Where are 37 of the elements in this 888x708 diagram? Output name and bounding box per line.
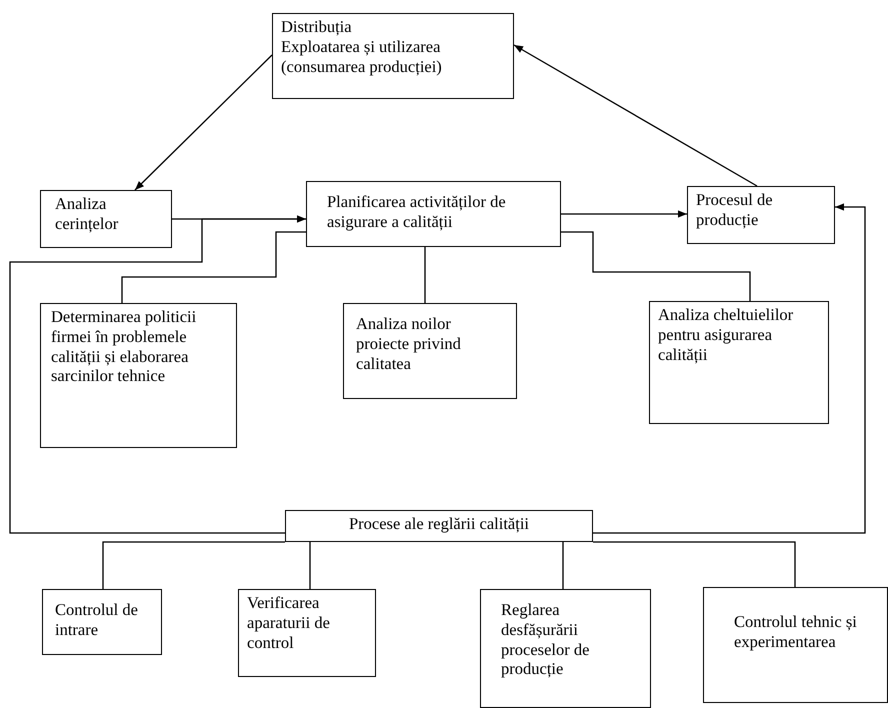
box-label: Distribuția <box>281 17 353 37</box>
box-label: Exploatarea și utilizarea (consumarea producției) <box>281 36 443 76</box>
connector-line <box>309 541 311 589</box>
process-box <box>687 186 835 244</box>
process-box <box>272 13 514 99</box>
connector-line <box>561 231 751 301</box>
box-label: Reglarea desfășurării proceselor de producție <box>501 600 590 680</box>
process-box <box>40 190 172 248</box>
arrow <box>134 54 272 190</box>
process-box <box>285 510 593 542</box>
arrow <box>593 203 866 534</box>
process-box <box>238 589 376 677</box>
arrow <box>561 210 687 218</box>
box-label: Procesul de producție <box>696 190 774 230</box>
box-label: Controlul tehnic și experimentarea <box>734 612 857 652</box>
process-box <box>480 589 651 708</box>
box-label: Determinarea politicii firmei în problemele calității și elaborarea sarcinilor tehnice <box>51 307 198 386</box>
connector-line <box>102 541 285 589</box>
connector-line <box>424 247 426 303</box>
connector-line <box>593 541 796 587</box>
box-label: Analiza cerințelor <box>55 194 120 234</box>
process-box <box>703 587 888 703</box>
process-box <box>343 303 517 399</box>
arrow <box>9 215 306 534</box>
process-box <box>42 589 162 655</box>
process-box <box>306 181 561 247</box>
arrow <box>514 44 758 187</box>
box-label: Planificarea activităților de asigurare a calității <box>327 192 507 232</box>
box-label: Verificarea aparaturii de control <box>247 593 331 652</box>
box-label: Analiza cheltuielilor pentru asigurarea calității <box>658 305 794 364</box>
process-box <box>40 303 237 448</box>
connector-line <box>562 541 564 589</box>
box-label: Procese ale reglării calității <box>348 514 530 534</box>
box-label: Controlul de intrare <box>55 600 139 640</box>
box-label: Analiza noilor proiecte privind calitatea <box>356 314 462 374</box>
process-box <box>649 301 829 424</box>
connector-line <box>121 231 306 303</box>
